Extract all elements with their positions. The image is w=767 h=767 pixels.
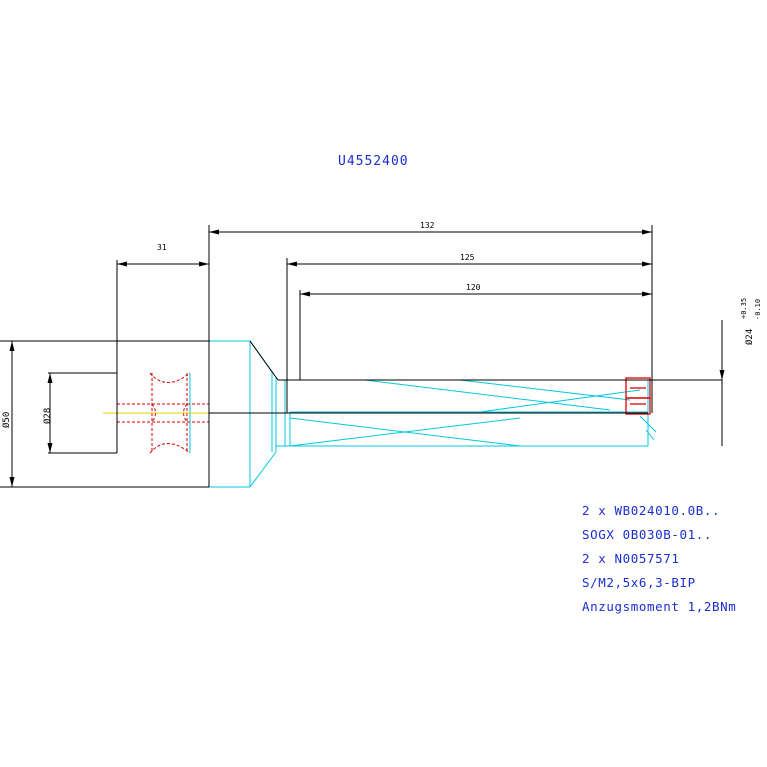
part-notes: 2 x WB024010.0B.. SOGX 0B030B-01.. 2 x N…: [582, 499, 736, 619]
note-line: SOGX 0B030B-01..: [582, 527, 713, 542]
dim-125-label: 125: [460, 253, 475, 262]
note-line: Anzugsmoment 1,2BNm: [582, 599, 737, 614]
dim-120-label: 120: [466, 283, 481, 292]
dim-d24-tol-lower: -0.10: [754, 299, 762, 320]
insert-pocket: [625, 377, 651, 415]
note-line: S/M2,5x6,3-BIP: [582, 575, 696, 590]
dim-d28-label: Ø28: [42, 408, 53, 424]
note-line: 2 x N0057571: [582, 551, 680, 566]
note-line: 2 x WB024010.0B..: [582, 503, 721, 518]
dim-d24-label: Ø24: [744, 329, 755, 345]
dimension-arrows: [9, 229, 725, 487]
dim-d50-label: Ø50: [1, 412, 12, 428]
dim-d24-tol-upper: +0.35: [740, 298, 748, 319]
dim-132-label: 132: [420, 221, 435, 230]
drawing-title: U4552400: [338, 154, 409, 169]
dimension-lines: [0, 225, 723, 488]
tool-body-outline: [10, 340, 657, 488]
dim-31-label: 31: [157, 243, 167, 252]
